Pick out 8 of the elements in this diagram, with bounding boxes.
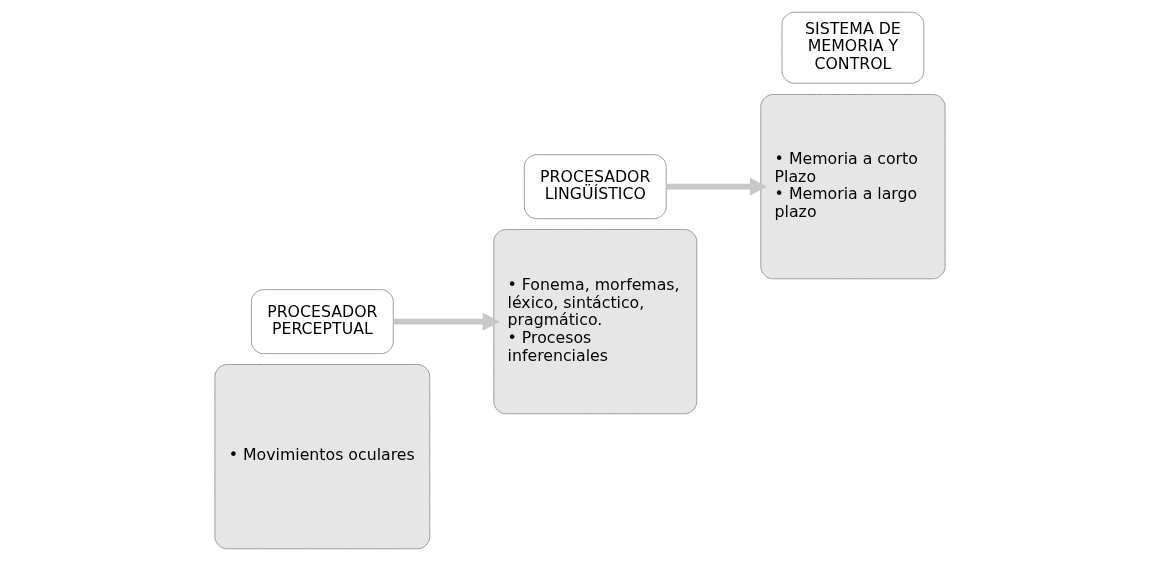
- node-box: PROCESADOR LINGÜÍSTICO: [523, 154, 667, 220]
- node-box: • Memoria a corto Plazo • Memoria a largo plazo: [760, 94, 946, 280]
- arrow: [393, 312, 500, 331]
- node-box: PROCESADOR PERCEPTUAL: [250, 289, 394, 355]
- arrow: [666, 177, 768, 196]
- node-box: • Movimientos oculares: [214, 364, 431, 550]
- node-box: • Fonema, morfemas, léxico, sintáctico, pragmático. • Procesos inferenciales: [493, 229, 698, 415]
- node-box: SISTEMA DE MEMORIA Y CONTROL: [781, 11, 925, 84]
